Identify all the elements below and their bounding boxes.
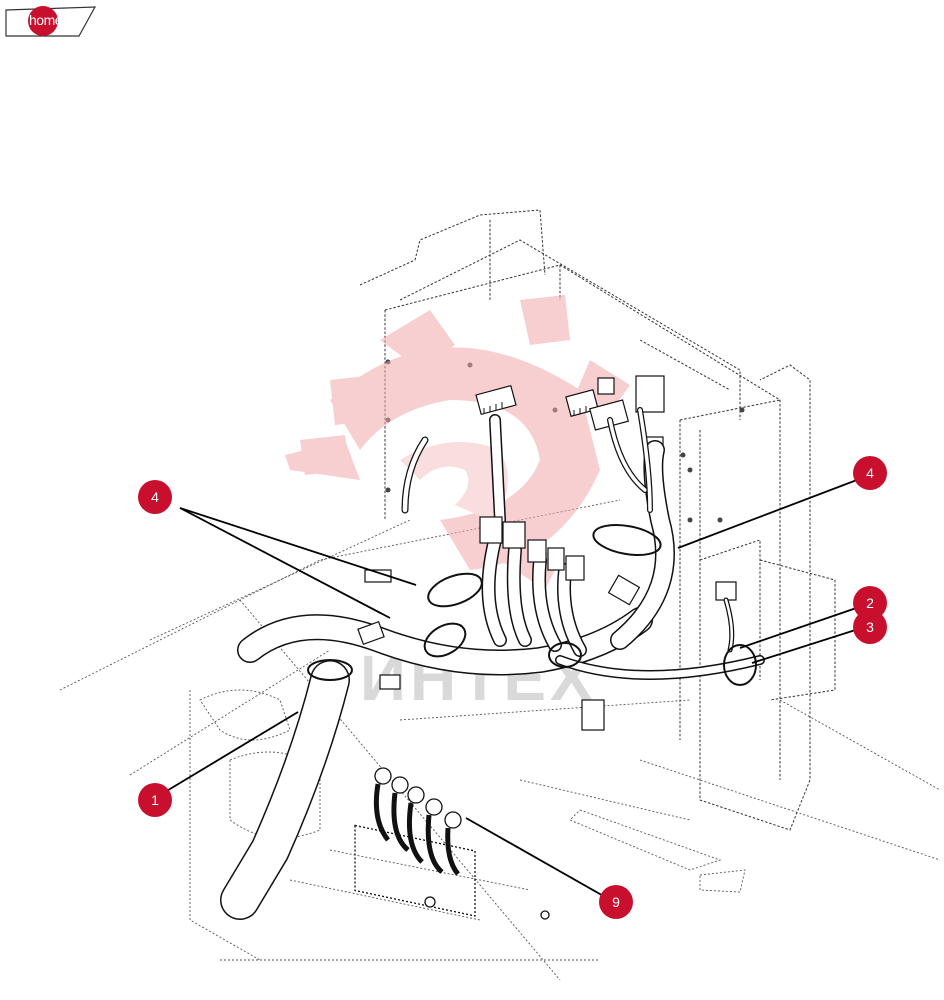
leader-line-9 xyxy=(465,817,615,903)
svg-text:1: 1 xyxy=(151,792,159,808)
wire-harness xyxy=(220,407,765,920)
leader-line-3 xyxy=(751,625,869,664)
callout-2[interactable]: 2 xyxy=(853,586,887,620)
leader-lines xyxy=(154,474,871,903)
callout-1[interactable]: 1 xyxy=(138,783,172,817)
floor-frame xyxy=(59,499,941,981)
svg-text:9: 9 xyxy=(612,894,620,910)
mid-connectors xyxy=(357,516,641,731)
callout-4-right[interactable]: 4 xyxy=(853,456,887,490)
callout-9[interactable]: 9 xyxy=(599,885,633,919)
svg-text:2: 2 xyxy=(866,595,874,611)
home-button-frame xyxy=(5,6,97,37)
leader-line-1 xyxy=(154,711,299,799)
home-icon xyxy=(28,6,58,36)
upper-connector-pins xyxy=(483,402,587,416)
leader-line-4b xyxy=(179,507,391,619)
harness-clamps xyxy=(307,524,757,686)
leader-line-2 xyxy=(739,603,869,649)
callout-4-left[interactable]: 4 xyxy=(138,480,172,514)
callout-3[interactable]: 3 xyxy=(853,610,887,644)
terminal-block xyxy=(354,767,550,920)
upper-connectors xyxy=(475,375,737,601)
control-cabinet xyxy=(359,209,836,831)
home-button[interactable]: home xyxy=(5,6,97,37)
leader-line-4a xyxy=(179,507,417,586)
svg-text:4: 4 xyxy=(151,489,159,505)
home-label: home xyxy=(29,12,63,28)
svg-text:4: 4 xyxy=(866,465,874,481)
svg-text:3: 3 xyxy=(866,619,874,635)
leader-line-4c xyxy=(677,474,871,549)
gear-logo xyxy=(285,295,630,590)
